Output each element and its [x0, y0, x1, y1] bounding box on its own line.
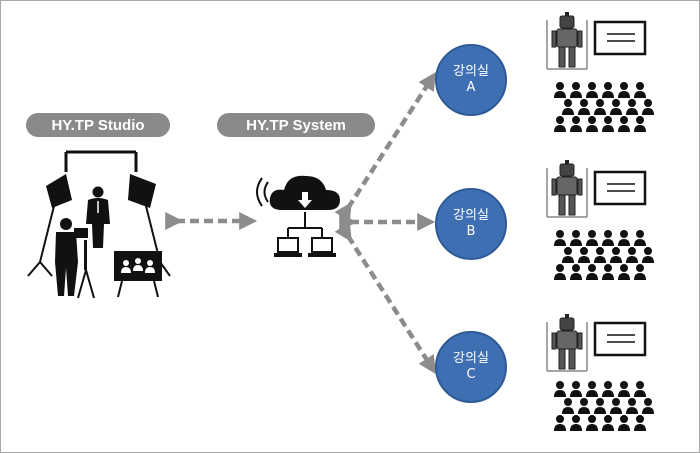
robot-icon: [546, 11, 588, 70]
room-a-letter: A: [466, 80, 476, 95]
audience-icon: [554, 381, 654, 431]
room-c-name: 강의실: [453, 351, 489, 366]
whiteboard-icon: [593, 20, 647, 56]
studio-label: HY.TP Studio: [26, 113, 170, 137]
photo-studio-icon: [27, 150, 171, 299]
arrow-system-room-c: [334, 222, 436, 375]
classroom-a: [546, 11, 654, 132]
room-a-node: 강의실 A: [435, 44, 507, 116]
arrow-system-room-a: [334, 71, 436, 222]
room-c-node: 강의실 C: [435, 331, 507, 403]
cloud-network-icon: [256, 175, 340, 257]
classroom-c: [546, 313, 654, 431]
system-label: HY.TP System: [217, 113, 375, 137]
audience-icon: [554, 230, 654, 280]
connection-arrows: [165, 71, 436, 375]
room-b-node: 강의실 B: [435, 188, 507, 260]
robot-icon: [546, 159, 588, 218]
whiteboard-icon: [593, 170, 647, 206]
room-b-letter: B: [466, 224, 476, 239]
whiteboard-icon: [593, 321, 647, 357]
room-a-name: 강의실: [453, 64, 489, 79]
robot-icon: [546, 313, 588, 372]
room-c-letter: C: [466, 367, 476, 382]
room-b-name: 강의실: [453, 208, 489, 223]
classroom-b: [546, 159, 654, 280]
audience-icon: [554, 82, 654, 132]
